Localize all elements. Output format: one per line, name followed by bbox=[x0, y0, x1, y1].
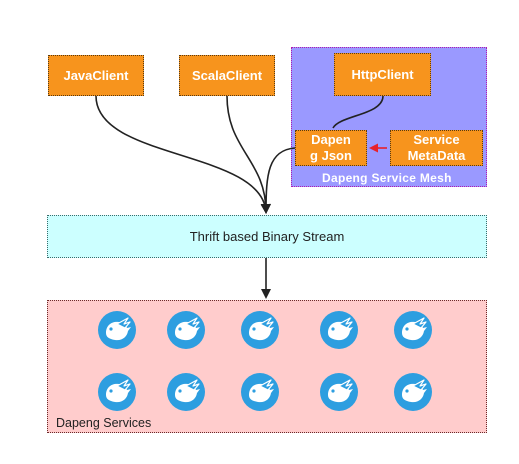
dapeng-bird-icon bbox=[393, 310, 433, 350]
dapeng-bird-icon bbox=[240, 310, 280, 350]
metadata-arrowhead bbox=[369, 143, 378, 153]
dapeng-bird-icon bbox=[166, 372, 206, 412]
java-client-box: JavaClient bbox=[48, 55, 144, 96]
service-metadata-box: Service MetaData bbox=[390, 130, 483, 166]
dapeng-services-label: Dapeng Services bbox=[56, 416, 152, 430]
http-client-box: HttpClient bbox=[334, 53, 431, 96]
dapeng-bird-icon bbox=[319, 310, 359, 350]
dapeng-bird-icon bbox=[393, 372, 433, 412]
dapeng-bird-icon bbox=[166, 310, 206, 350]
scala-client-box: ScalaClient bbox=[179, 55, 275, 96]
dapeng-bird-icon bbox=[97, 310, 137, 350]
thrift-binary-stream: Thrift based Binary Stream bbox=[47, 215, 487, 258]
java-client-arrow bbox=[95, 95, 271, 214]
http-to-json-line bbox=[332, 95, 384, 129]
dapeng-json-arrow bbox=[261, 147, 296, 214]
scala-client-arrow bbox=[226, 95, 271, 214]
dapeng-bird-icon bbox=[319, 372, 359, 412]
dapeng-json-box: Dapen g Json bbox=[295, 130, 367, 166]
dapeng-bird-icon bbox=[240, 372, 280, 412]
dapeng-bird-icon bbox=[97, 372, 137, 412]
service-mesh-label: Dapeng Service Mesh bbox=[322, 171, 452, 185]
